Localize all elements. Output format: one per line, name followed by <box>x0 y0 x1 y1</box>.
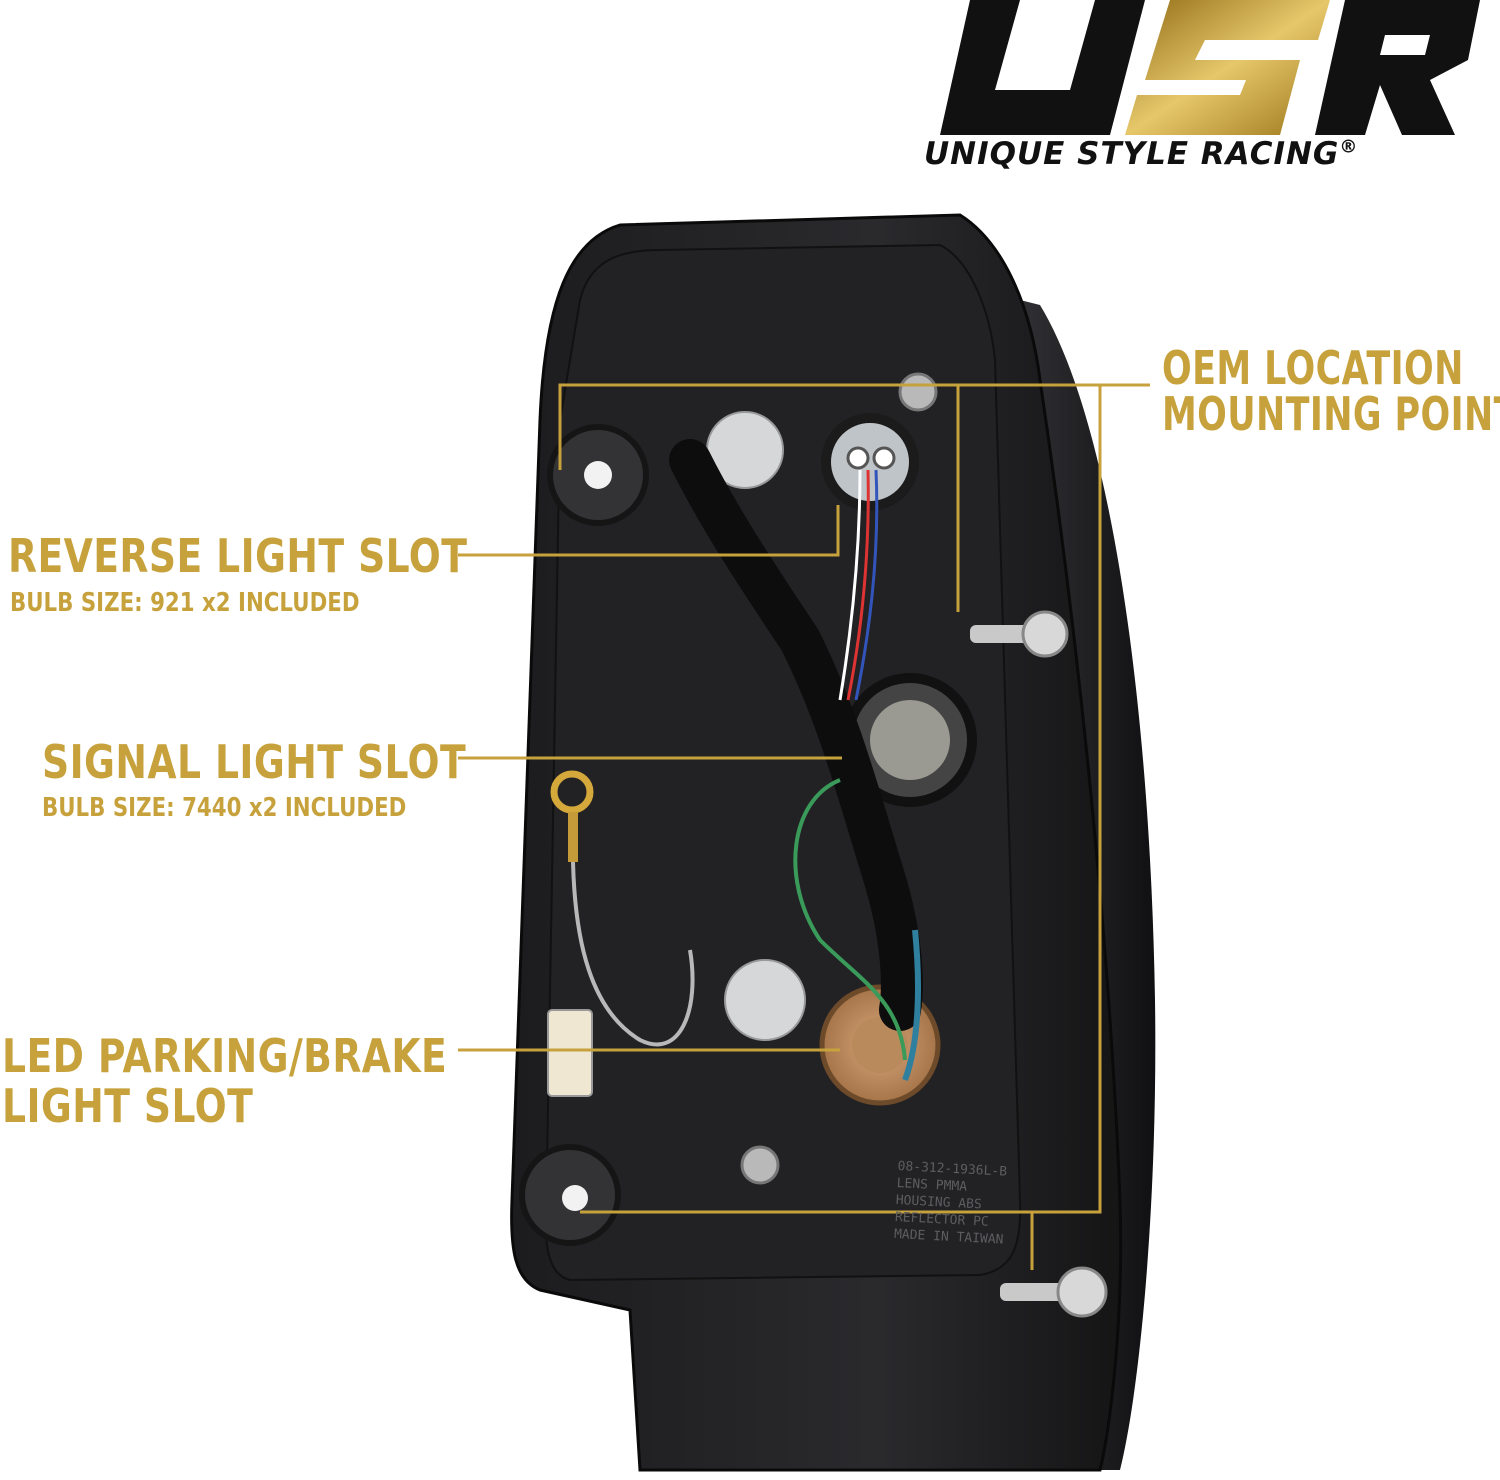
reverse-light-slot-title: REVERSE LIGHT SLOT <box>8 529 468 583</box>
mounting-stud-bottom <box>1000 1266 1108 1318</box>
callout-lines <box>458 383 1150 1270</box>
signal-bulb-size: BULB SIZE: 7440 x2 INCLUDED <box>42 793 407 823</box>
led-parking-brake-title-line1: LED PARKING/BRAKE <box>2 1029 448 1083</box>
screw <box>898 372 938 412</box>
screw <box>740 1145 780 1185</box>
reverse-socket <box>821 413 919 511</box>
led-parking-brake-title-line2: LIGHT SLOT <box>2 1079 254 1133</box>
housing-markings: 08-312-1936L-B LENS PMMA HOUSING ABS REF… <box>894 1158 1008 1249</box>
wire-harness <box>669 439 923 1031</box>
brand-logo: UNIQUE STYLE RACING® <box>920 0 1500 180</box>
signal-light-slot-title: SIGNAL LIGHT SLOT <box>42 735 467 789</box>
usr-logo-mark <box>940 0 1480 135</box>
reverse-bulb-size: BULB SIZE: 921 x2 INCLUDED <box>10 588 360 618</box>
brand-name: UNIQUE STYLE RACING® <box>924 136 1359 172</box>
wire-connector <box>547 1009 593 1097</box>
oem-mounting-label-line2: MOUNTING POINTS <box>1162 387 1500 441</box>
mounting-stud-top <box>970 610 1069 658</box>
oem-mounting-label-line1: OEM LOCATION <box>1162 341 1464 395</box>
ground-ring-terminal <box>550 770 594 814</box>
